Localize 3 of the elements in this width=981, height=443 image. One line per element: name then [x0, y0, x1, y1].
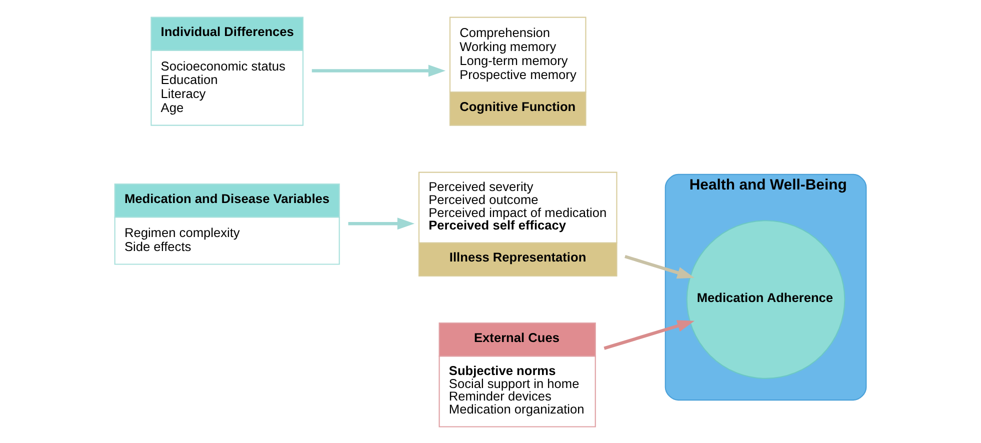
- arrow: [312, 64, 446, 77]
- arrow: [348, 218, 415, 230]
- node-circle: Medication Adherence: [686, 220, 846, 379]
